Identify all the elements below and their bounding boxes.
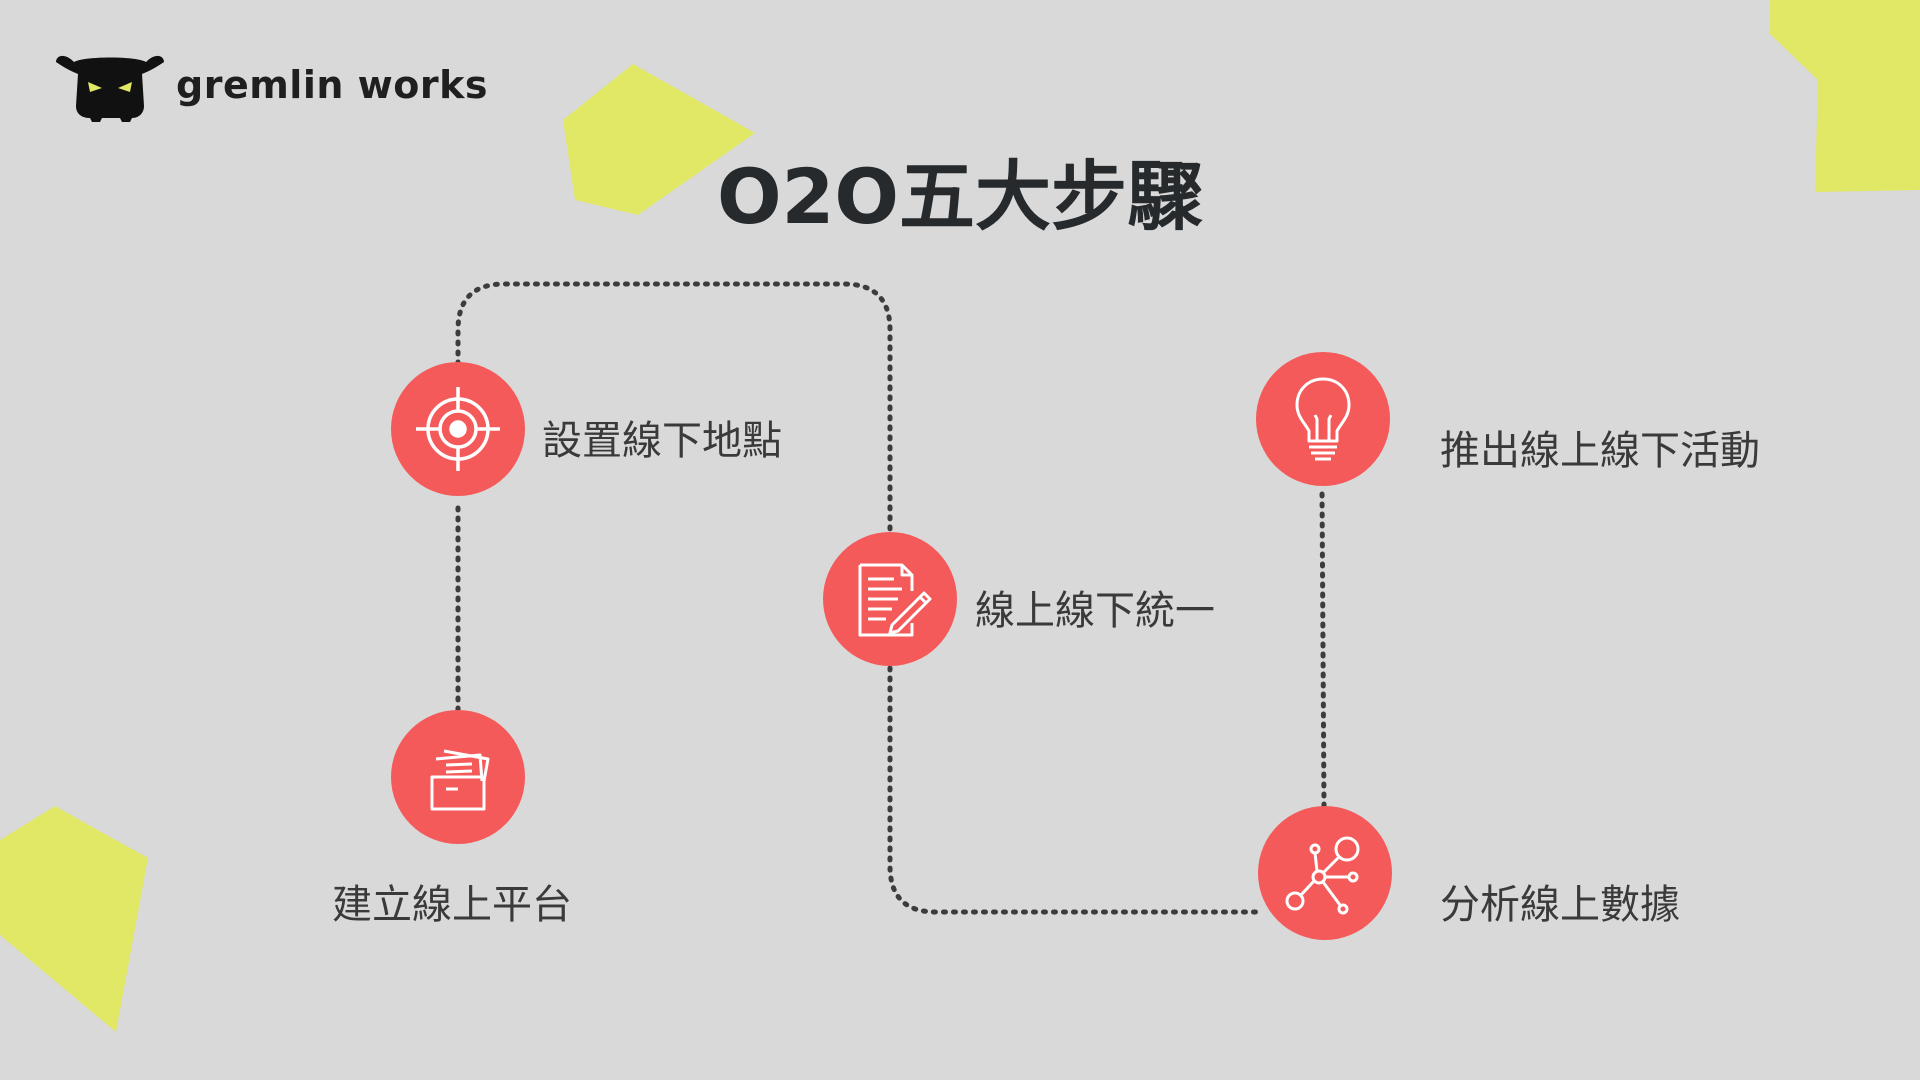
accent-shape-corner bbox=[1770, 0, 1920, 192]
step-node-4 bbox=[1258, 806, 1392, 940]
step-label-3: 線上線下統一 bbox=[975, 588, 1215, 634]
connector-path-3 bbox=[887, 665, 1261, 915]
folder-documents-icon bbox=[430, 749, 490, 811]
page-title-text: O2O五大步驟 bbox=[716, 152, 1204, 241]
brand-name: gremlin works bbox=[176, 63, 488, 107]
target-crosshair-icon bbox=[416, 387, 500, 471]
step-node-5 bbox=[1256, 352, 1390, 486]
accent-shape-left bbox=[0, 806, 148, 1032]
connector-path-2 bbox=[455, 281, 893, 535]
step-node-3 bbox=[823, 532, 957, 666]
brand-logo: gremlin works bbox=[56, 48, 488, 122]
step-node-1 bbox=[391, 710, 525, 844]
gremlin-mascot-icon bbox=[56, 55, 164, 122]
step-label-5: 推出線上線下活動 bbox=[1440, 428, 1760, 474]
accent-shape-top bbox=[563, 64, 755, 215]
connector-path-4 bbox=[1319, 485, 1327, 809]
step-label-4: 分析線上數據 bbox=[1440, 882, 1680, 928]
network-nodes-icon bbox=[1285, 836, 1360, 915]
page-title: O2O五大步驟 bbox=[0, 135, 1920, 245]
step-label-2: 設置線下地點 bbox=[542, 418, 782, 464]
step-node-2 bbox=[391, 362, 525, 496]
document-pen-icon bbox=[858, 563, 932, 637]
step-label-1: 建立線上平台 bbox=[332, 882, 572, 928]
lightbulb-icon bbox=[1295, 377, 1351, 461]
